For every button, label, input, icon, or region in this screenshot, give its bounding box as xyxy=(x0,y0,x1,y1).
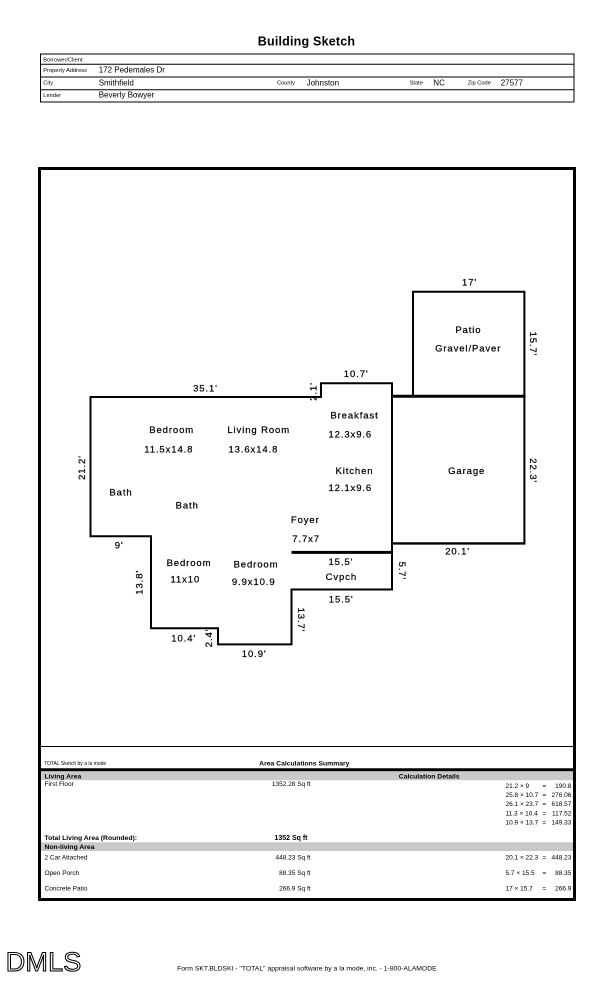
svg-text:117.52: 117.52 xyxy=(552,810,572,817)
svg-text:Living Room: Living Room xyxy=(227,425,290,436)
svg-text:=: = xyxy=(542,870,546,877)
svg-text:Open Porch: Open Porch xyxy=(45,870,80,877)
svg-text:149.33: 149.33 xyxy=(552,819,572,826)
svg-text:Gravel/Paver: Gravel/Paver xyxy=(435,343,501,354)
svg-text:7.7x7: 7.7x7 xyxy=(292,534,320,545)
svg-text:Bedroom: Bedroom xyxy=(234,559,279,570)
svg-text:Bedroom: Bedroom xyxy=(149,425,194,436)
svg-text:Smithfield: Smithfield xyxy=(99,78,134,87)
svg-text:Lender: Lender xyxy=(43,93,61,99)
svg-text:15.5': 15.5' xyxy=(328,557,353,568)
svg-text:12.1x9.6: 12.1x9.6 xyxy=(328,483,372,494)
svg-text:Cvpch: Cvpch xyxy=(326,572,357,583)
svg-text:172 Pedemales Dr: 172 Pedemales Dr xyxy=(99,66,166,75)
svg-text:=: = xyxy=(542,801,546,808)
svg-text:2 Car Attached: 2 Car Attached xyxy=(45,854,88,861)
svg-text:13.8': 13.8' xyxy=(135,570,146,595)
svg-text:15.7': 15.7' xyxy=(527,332,538,357)
svg-text:Total Living Area (Rounded):: Total Living Area (Rounded): xyxy=(45,835,138,842)
svg-text:11.3 × 10.4: 11.3 × 10.4 xyxy=(506,810,539,817)
svg-text:13.7': 13.7' xyxy=(295,608,306,633)
svg-text:618.57: 618.57 xyxy=(552,801,572,808)
svg-text:=: = xyxy=(542,886,546,893)
svg-text:County: County xyxy=(277,81,295,87)
svg-text:Property Address: Property Address xyxy=(43,68,87,74)
svg-text:25.8 × 10.7: 25.8 × 10.7 xyxy=(506,792,539,799)
svg-text:17 × 15.7: 17 × 15.7 xyxy=(506,886,534,893)
svg-text:Calculation Details: Calculation Details xyxy=(399,773,460,780)
svg-text:Breakfast: Breakfast xyxy=(330,411,378,422)
svg-text:448.23: 448.23 xyxy=(552,854,572,861)
svg-text:=: = xyxy=(542,810,546,817)
svg-text:2.1': 2.1' xyxy=(308,382,319,401)
svg-text:1352.28 Sq ft: 1352.28 Sq ft xyxy=(272,781,311,788)
svg-text:Patio: Patio xyxy=(455,325,481,336)
svg-text:Bath: Bath xyxy=(176,500,199,511)
svg-text:NC: NC xyxy=(433,78,445,87)
svg-text:=: = xyxy=(542,783,546,790)
svg-text:10.9': 10.9' xyxy=(242,649,267,660)
svg-text:9.9x10.9: 9.9x10.9 xyxy=(232,577,276,588)
svg-text:Non-living Area: Non-living Area xyxy=(45,844,95,851)
svg-text:City: City xyxy=(43,81,53,87)
svg-text:22.3': 22.3' xyxy=(527,458,538,483)
svg-text:2.4': 2.4' xyxy=(204,629,215,648)
svg-text:DMLS: DMLS xyxy=(6,947,82,977)
svg-text:10.4': 10.4' xyxy=(171,633,196,644)
svg-text:276.06: 276.06 xyxy=(552,792,572,799)
svg-text:26.1 × 23.7: 26.1 × 23.7 xyxy=(506,801,539,808)
svg-text:Beverly Bowyer: Beverly Bowyer xyxy=(99,91,155,100)
svg-text:TOTAL Sketch by a la mode: TOTAL Sketch by a la mode xyxy=(44,761,106,767)
svg-text:5.7 × 15.5: 5.7 × 15.5 xyxy=(506,870,535,877)
svg-text:10.7': 10.7' xyxy=(344,369,369,380)
svg-text:448.23 Sq ft: 448.23 Sq ft xyxy=(276,854,311,861)
svg-text:9': 9' xyxy=(115,541,124,552)
svg-text:20.1 × 22.3: 20.1 × 22.3 xyxy=(506,854,539,861)
svg-text:17': 17' xyxy=(462,278,477,289)
svg-text:12.3x9.6: 12.3x9.6 xyxy=(328,429,372,440)
svg-text:Form SKT.BLDSKI - "TOTAL" appr: Form SKT.BLDSKI - "TOTAL" appraisal soft… xyxy=(177,966,437,973)
svg-text:Area Calculations Summary: Area Calculations Summary xyxy=(259,760,350,767)
svg-text:10.9 × 13.7: 10.9 × 13.7 xyxy=(506,819,539,826)
svg-text:Foyer: Foyer xyxy=(291,515,320,526)
svg-text:1352 Sq ft: 1352 Sq ft xyxy=(274,835,308,842)
svg-text:266.9 Sq ft: 266.9 Sq ft xyxy=(279,886,311,893)
svg-text:Johnston: Johnston xyxy=(307,78,339,87)
svg-text:=: = xyxy=(542,792,546,799)
svg-text:Bath: Bath xyxy=(109,488,132,499)
svg-text:Living Area: Living Area xyxy=(45,773,82,780)
svg-text:Kitchen: Kitchen xyxy=(336,466,374,477)
svg-text:=: = xyxy=(542,854,546,861)
svg-text:27577: 27577 xyxy=(501,78,524,87)
svg-text:5.7': 5.7' xyxy=(396,562,407,581)
svg-text:Garage: Garage xyxy=(448,466,485,477)
svg-text:266.9: 266.9 xyxy=(555,886,572,893)
svg-text:15.5': 15.5' xyxy=(329,595,354,606)
svg-text:11.5x14.8: 11.5x14.8 xyxy=(144,444,193,455)
svg-text:11x10: 11x10 xyxy=(170,575,200,586)
svg-text:88.35: 88.35 xyxy=(555,870,572,877)
svg-text:Concrete Patio: Concrete Patio xyxy=(45,886,88,893)
svg-text:20.1': 20.1' xyxy=(445,547,470,558)
svg-text:Zip Code: Zip Code xyxy=(468,81,491,87)
svg-text:88.35 Sq ft: 88.35 Sq ft xyxy=(279,870,311,877)
svg-text:Borrower/Client: Borrower/Client xyxy=(43,58,83,64)
svg-text:13.6x14.8: 13.6x14.8 xyxy=(228,444,278,455)
svg-text:21.2 × 9: 21.2 × 9 xyxy=(506,783,530,790)
svg-text:First Floor: First Floor xyxy=(45,781,75,788)
svg-text:190.8: 190.8 xyxy=(555,783,572,790)
svg-text:21.2': 21.2' xyxy=(77,455,88,480)
svg-text:Bedroom: Bedroom xyxy=(167,558,212,569)
svg-text:Building Sketch: Building Sketch xyxy=(258,35,355,49)
svg-text:35.1': 35.1' xyxy=(193,384,218,395)
svg-text:=: = xyxy=(542,819,546,826)
svg-text:State: State xyxy=(410,81,423,87)
